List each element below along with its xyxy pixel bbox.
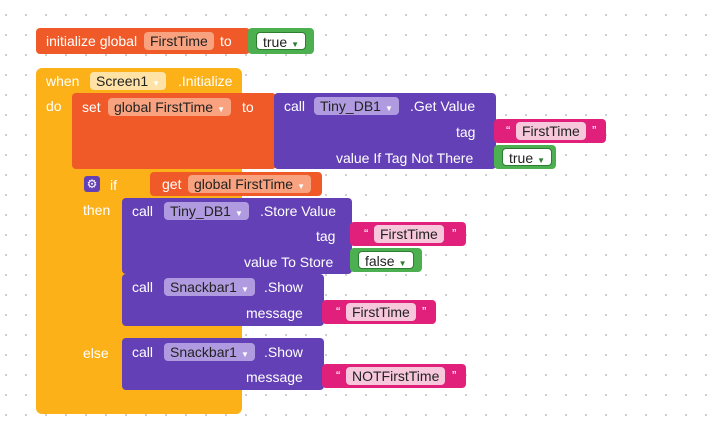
true-logic-block[interactable]: true▼ <box>248 28 314 54</box>
tag-param-label: tag <box>316 228 336 244</box>
show-method-label: .Show <box>264 344 303 360</box>
chevron-down-icon: ▼ <box>291 40 300 49</box>
message-param-label: message <box>246 369 303 385</box>
get-var-dropdown[interactable]: global FirstTime▼ <box>188 175 311 193</box>
snackbar-component-dropdown[interactable]: Snackbar1▼ <box>164 278 255 296</box>
set-var-dropdown[interactable]: global FirstTime▼ <box>108 98 231 116</box>
value-to-store-param-label: value To Store <box>244 254 334 270</box>
call-label: call <box>132 344 154 360</box>
when-label: when <box>46 73 80 89</box>
tinydb-component-dropdown[interactable]: Tiny_DB1▼ <box>164 202 249 220</box>
set-global-block[interactable]: set global FirstTime▼ to <box>72 93 276 169</box>
false-dropdown[interactable]: false▼ <box>358 251 414 269</box>
set-label: set <box>82 99 101 115</box>
text-block-tag[interactable]: “ FirstTime ” <box>494 119 606 143</box>
open-quote-icon: “ <box>336 304 341 319</box>
text-value-field[interactable]: FirstTime <box>374 225 444 243</box>
open-quote-icon: “ <box>336 368 341 383</box>
call-label: call <box>132 203 154 219</box>
call-label: call <box>284 98 306 114</box>
call-label: call <box>132 279 154 295</box>
to-label: to <box>220 33 232 49</box>
chevron-down-icon: ▼ <box>537 156 546 165</box>
open-quote-icon: “ <box>506 123 511 138</box>
chevron-down-icon: ▼ <box>297 182 305 191</box>
do-label: do <box>46 98 62 114</box>
then-label: then <box>83 202 111 218</box>
set-to-label: to <box>242 99 254 115</box>
snackbar-show-block-else[interactable]: call Snackbar1▼ .Show message <box>122 338 324 390</box>
text-value-field[interactable]: FirstTime <box>346 303 416 321</box>
default-param-label: value If Tag Not There <box>336 150 474 166</box>
else-label: else <box>83 345 109 361</box>
true-dropdown[interactable]: true▼ <box>502 148 553 166</box>
snackbar-show-block-then[interactable]: call Snackbar1▼ .Show message <box>122 274 324 326</box>
message-param-label: message <box>246 305 303 321</box>
text-block-message[interactable]: “ FirstTime ” <box>322 300 436 324</box>
chevron-down-icon: ▼ <box>152 79 161 88</box>
chevron-down-icon: ▼ <box>240 285 249 294</box>
close-quote-icon: ” <box>452 368 457 383</box>
tinydb-component-dropdown[interactable]: Tiny_DB1▼ <box>314 97 399 115</box>
global-var-name-field[interactable]: FirstTime <box>144 32 214 50</box>
true-dropdown[interactable]: true▼ <box>256 32 307 50</box>
tag-param-label: tag <box>456 124 476 140</box>
chevron-down-icon: ▼ <box>398 259 407 268</box>
get-value-method-label: .Get Value <box>410 98 476 114</box>
get-label: get <box>162 176 182 192</box>
chevron-down-icon: ▼ <box>217 105 225 114</box>
get-global-block[interactable]: get global FirstTime▼ <box>150 172 322 196</box>
initialize-event-label: .Initialize <box>178 73 233 89</box>
false-logic-block[interactable]: false▼ <box>350 248 422 272</box>
text-value-field[interactable]: NOTFirstTime <box>346 367 446 385</box>
chevron-down-icon: ▼ <box>384 104 393 113</box>
snackbar-component-dropdown[interactable]: Snackbar1▼ <box>164 343 255 361</box>
text-value-field[interactable]: FirstTime <box>516 122 586 140</box>
text-block-message[interactable]: “ NOTFirstTime ” <box>322 364 466 388</box>
true-logic-block[interactable]: true▼ <box>494 145 556 169</box>
initialize-global-block[interactable]: initialize global FirstTime to <box>36 28 250 54</box>
initialize-global-label: initialize global <box>46 33 138 49</box>
text-block-tag[interactable]: “ FirstTime ” <box>350 222 466 246</box>
open-quote-icon: “ <box>364 226 369 241</box>
close-quote-icon: ” <box>422 304 427 319</box>
chevron-down-icon: ▼ <box>234 209 243 218</box>
close-quote-icon: ” <box>592 123 597 138</box>
screen1-component-dropdown[interactable]: Screen1▼ <box>90 72 167 90</box>
show-method-label: .Show <box>264 279 303 295</box>
tinydb-store-value-block[interactable]: call Tiny_DB1▼ .Store Value tag value To… <box>122 198 352 274</box>
chevron-down-icon: ▼ <box>240 350 249 359</box>
if-label: if <box>110 177 117 193</box>
store-value-method-label: .Store Value <box>260 203 337 219</box>
tinydb-get-value-block[interactable]: call Tiny_DB1▼ .Get Value tag value If T… <box>274 93 496 169</box>
mutator-gear-icon[interactable]: ⚙ <box>84 176 100 192</box>
close-quote-icon: ” <box>452 226 457 241</box>
